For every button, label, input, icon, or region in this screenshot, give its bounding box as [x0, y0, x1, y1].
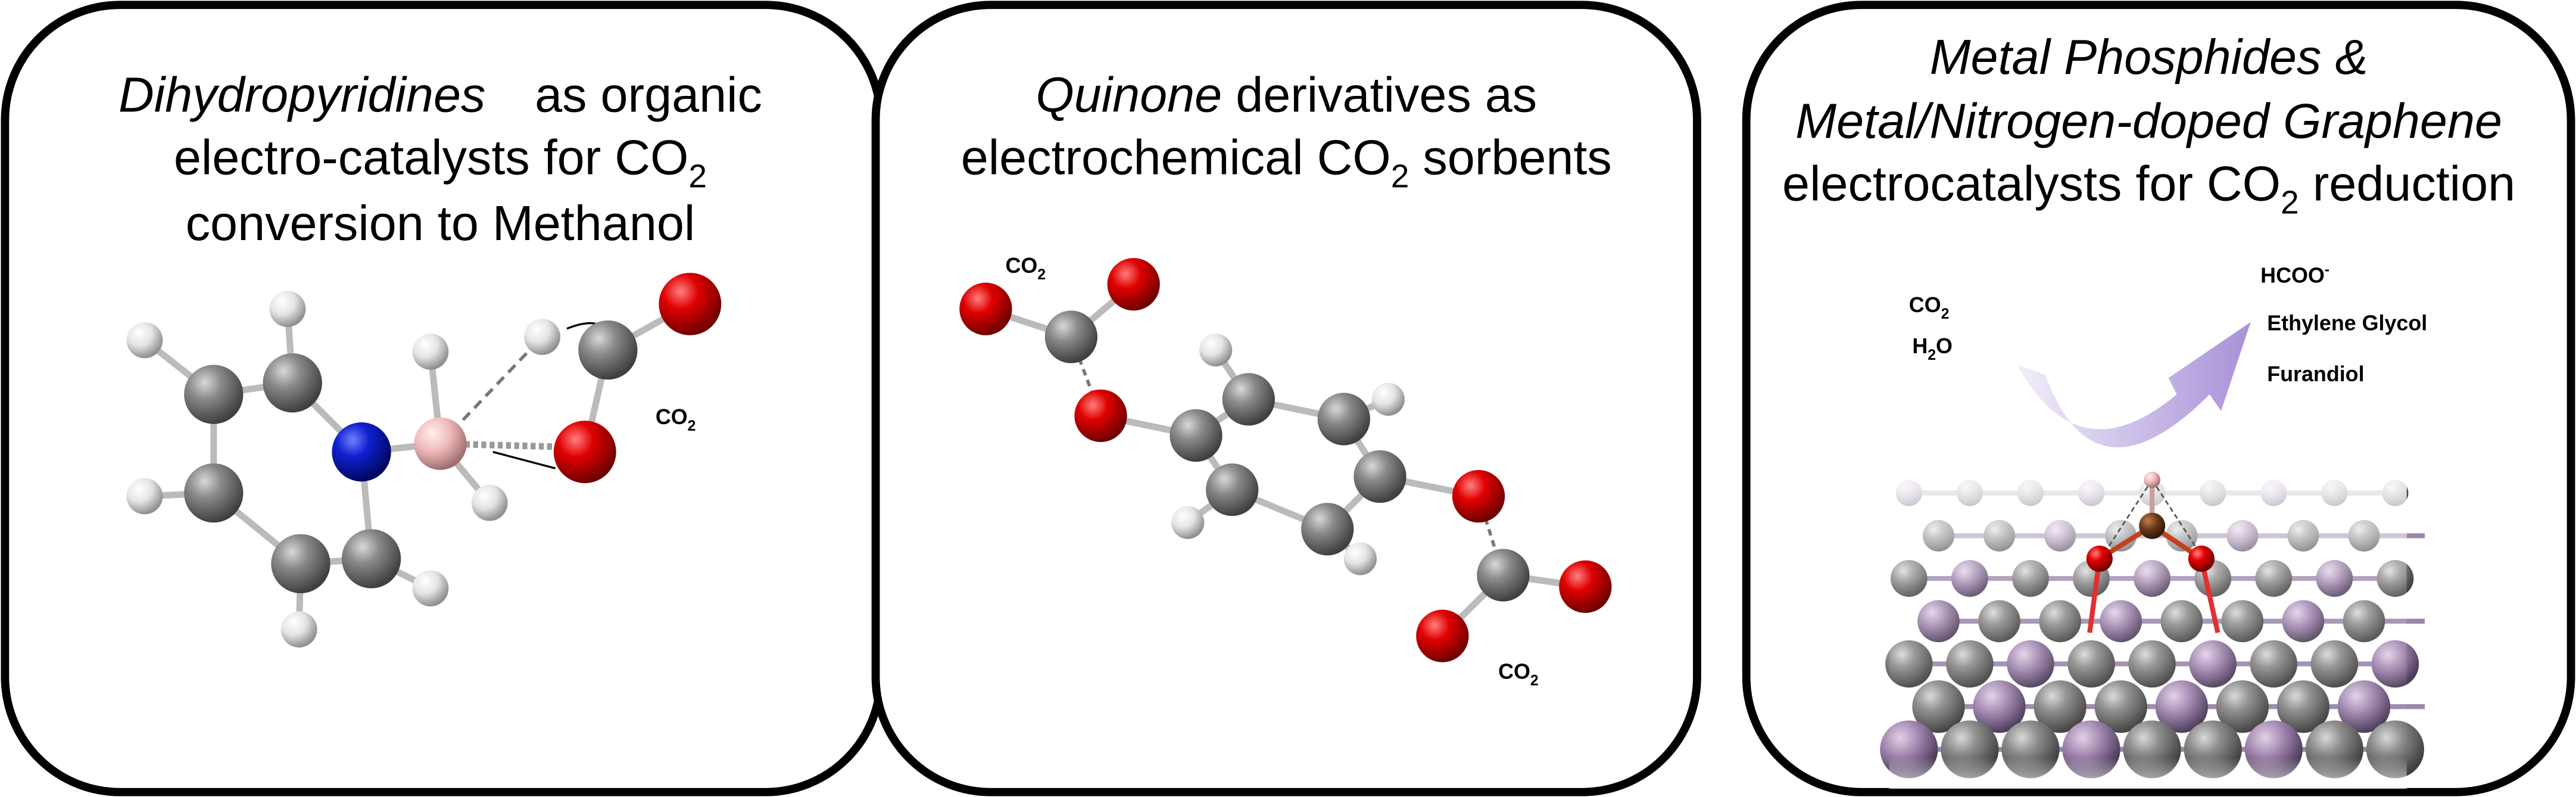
atoms: [126, 272, 722, 647]
co2-label-top: CO2: [1005, 254, 1046, 283]
panel-border: [871, 1, 1701, 796]
co2-label-bottom: CO2: [1498, 659, 1539, 689]
panel-title-line2: electro-catalysts for CO2: [174, 129, 707, 194]
panel-title-line1: Dihydropyridines as organic: [118, 67, 762, 123]
title-text: as organic: [535, 67, 762, 123]
panel-title-line1: Metal Phosphides &: [1930, 29, 2368, 85]
panel-title-line3: conversion to Methanol: [186, 195, 696, 251]
atoms: [959, 258, 1612, 662]
title-text: electro-catalysts for CO: [174, 129, 689, 185]
panel-border: [1, 1, 885, 796]
panel-title-line3: electrocatalysts for CO2 reduction: [1782, 156, 2515, 221]
adsorbate: [2086, 471, 2221, 634]
reactant-co2: CO2: [1909, 293, 1950, 322]
co2-label: CO2: [656, 405, 696, 434]
reactant-h2o: H2O: [1912, 334, 1953, 363]
product-formate: HCOO-: [2260, 262, 2329, 288]
product-ethylene-glycol: Ethylene Glycol: [2267, 312, 2427, 335]
title-italic: Dihydropyridines: [118, 67, 485, 123]
panel-title-line2: electrochemical CO2 sorbents: [961, 129, 1612, 194]
product-furandiol: Furandiol: [2267, 362, 2364, 386]
panel-quinone: Quinone derivatives as electrochemical C…: [871, 1, 1701, 796]
panel-title-line2: Metal/Nitrogen-doped Graphene: [1795, 94, 2502, 149]
panel-title-line1: Quinone derivatives as: [1036, 67, 1537, 123]
panel-metal-phosphides: Metal Phosphides & Metal/Nitrogen-doped …: [1742, 1, 2575, 796]
subscript: 2: [688, 157, 707, 194]
reaction-arrow: [2017, 322, 2251, 448]
panel-dihydropyridines: Dihydropyridines as organic electro-catal…: [1, 1, 885, 796]
